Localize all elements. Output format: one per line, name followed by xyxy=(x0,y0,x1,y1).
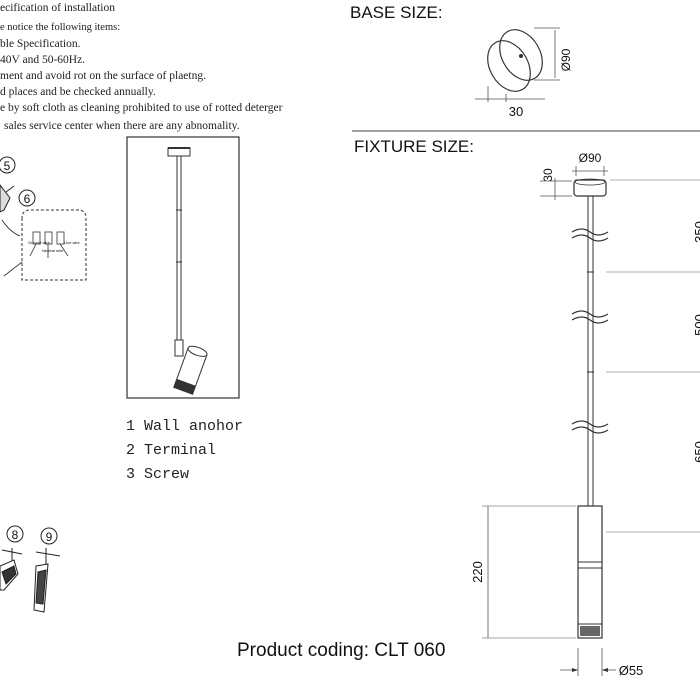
step-9-marker: 9 xyxy=(40,527,58,545)
instruction-item: ble Specification. xyxy=(0,38,81,50)
fixture-drawing: 30 Ø90 350 500 650 xyxy=(470,151,700,678)
part-item-3: 3 Screw xyxy=(126,466,189,483)
base-size-heading: BASE SIZE: xyxy=(350,3,443,22)
base-drawing: Ø90 30 xyxy=(475,26,573,119)
body-height-label: 220 xyxy=(470,561,485,583)
terminal-label: Ground wire xyxy=(28,240,51,245)
part-item-1: 1 Wall anohor xyxy=(126,418,243,435)
part-name: Screw xyxy=(144,466,190,483)
step-number: 5 xyxy=(4,159,11,173)
instruction-item: e by soft cloth as cleaning prohibited t… xyxy=(0,102,283,114)
step-number: 9 xyxy=(46,530,53,544)
part-item-2: 2 Terminal xyxy=(126,442,216,459)
product-coding: Product coding: CLT 060 xyxy=(237,640,446,661)
step-8-marker: 8 xyxy=(6,525,24,543)
length-label: 500 xyxy=(692,314,700,336)
canopy-diameter-label: Ø90 xyxy=(579,151,602,165)
step-number: 6 xyxy=(24,192,31,206)
instruction-item: 40V and 50-60Hz. xyxy=(0,54,86,66)
base-height-label: 30 xyxy=(509,104,523,119)
terminal-label: Live wire xyxy=(64,240,81,245)
part-number: 3 xyxy=(126,466,136,483)
canopy-height-label: 30 xyxy=(541,168,555,182)
lamp-head-icon xyxy=(33,548,61,613)
base-diameter-label: Ø90 xyxy=(559,48,573,71)
step-5-marker: 5 xyxy=(0,156,16,174)
instruction-item: ment and avoid rot on the surface of pla… xyxy=(0,70,206,82)
lamp-head-icon xyxy=(0,548,23,591)
part-number: 2 xyxy=(126,442,136,459)
installed-fixture-illustration xyxy=(126,136,240,399)
part-name: Terminal xyxy=(144,442,217,459)
length-label: 350 xyxy=(692,221,700,243)
length-label: 650 xyxy=(692,441,700,463)
instructions-intro: e notice the following items: xyxy=(0,22,121,33)
instructions-title: ecification of installation xyxy=(0,2,115,14)
part-number: 1 xyxy=(126,418,136,435)
fixture-size-heading: FIXTURE SIZE: xyxy=(354,137,474,156)
terminal-label: Neutral wire xyxy=(42,248,64,253)
part-name: Wall anohor xyxy=(144,418,244,435)
terminal-block-diagram: Ground wire Neutral wire Live wire xyxy=(3,209,87,281)
step-6-marker: 6 xyxy=(18,189,36,207)
instruction-item: sales service center when there are any … xyxy=(4,120,240,132)
step-number: 8 xyxy=(12,528,19,542)
instruction-item: d places and be checked annually. xyxy=(0,86,156,98)
body-diameter-label: Ø55 xyxy=(619,663,644,678)
screwdriver-icon xyxy=(0,184,21,237)
